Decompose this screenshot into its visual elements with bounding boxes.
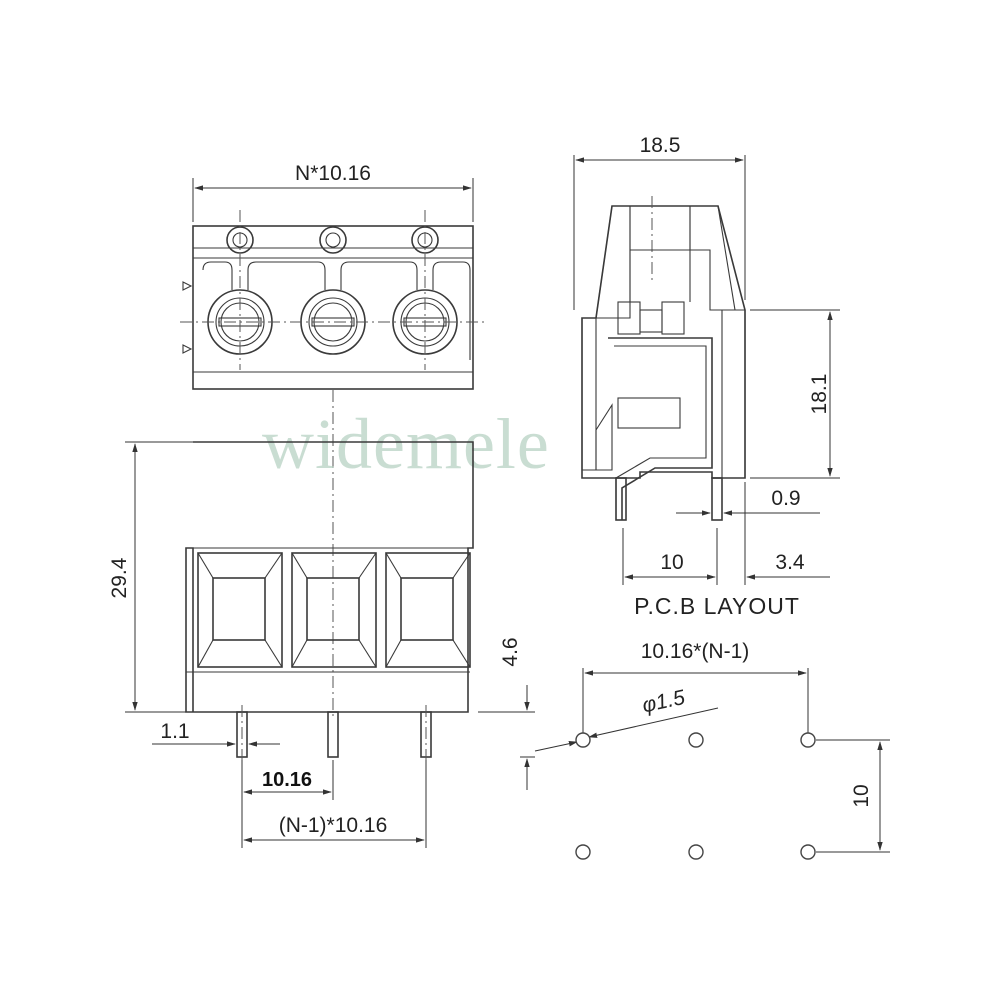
pin — [327, 711, 339, 758]
pcb-layout-title: P.C.B LAYOUT — [634, 593, 800, 619]
wire-clamp-window — [385, 552, 471, 668]
pcb-hole — [575, 732, 591, 748]
pin — [711, 477, 723, 521]
pcb-hole — [800, 844, 816, 860]
side-view: 18.5 18.1 0.9 10 3.4 — [573, 134, 840, 585]
wire-clamp-window — [291, 552, 377, 668]
pcb-hole — [688, 844, 704, 860]
pcb-hole — [688, 732, 704, 748]
pin-width-label: 1.1 — [160, 720, 189, 743]
row-spacing-label: 10 — [850, 784, 873, 807]
front-view: 29.4 1.1 10.16 (N-1)*10.16 4.6 — [108, 441, 535, 848]
screw-icon — [300, 289, 366, 355]
wire-entry-hole — [319, 226, 347, 254]
pcb-hole — [800, 732, 816, 748]
pin-offset-label: 0.9 — [771, 487, 800, 510]
pitch-label: 10.16 — [262, 769, 312, 791]
side-pitch-label: 10 — [660, 551, 683, 574]
side-width-label: 18.5 — [640, 134, 681, 157]
top-width-label: N*10.16 — [295, 162, 371, 185]
latch-marker — [182, 281, 193, 291]
span-label: (N-1)*10.16 — [279, 814, 388, 837]
latch-marker — [182, 344, 193, 354]
wire-clamp-window — [197, 552, 283, 668]
top-view: N*10.16 — [180, 162, 485, 390]
top-view-outline — [192, 225, 474, 390]
hole-diameter-label: φ1.5 — [640, 686, 687, 717]
pcb-span-label: 10.16*(N-1) — [641, 640, 750, 663]
edge-offset-label: 3.4 — [775, 551, 805, 574]
front-height-label: 29.4 — [108, 557, 131, 598]
side-height-label: 18.1 — [808, 374, 831, 415]
pcb-hole — [575, 844, 591, 860]
pin-length-label: 4.6 — [499, 637, 522, 666]
pcb-layout: P.C.B LAYOUT 10.16*(N-1) φ1.5 10 — [534, 593, 890, 860]
pin — [615, 477, 627, 521]
watermark: widemele — [262, 404, 550, 484]
